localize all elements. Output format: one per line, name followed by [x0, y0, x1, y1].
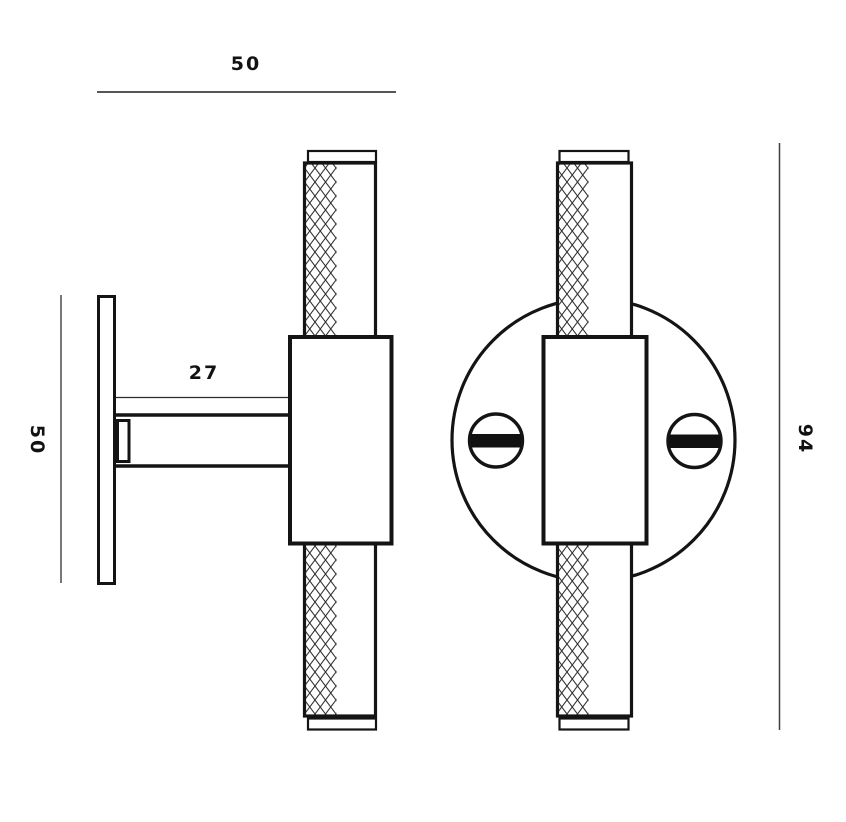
screw-head-right	[666, 412, 723, 470]
dimension-projection: 27	[116, 362, 289, 399]
dimension-handle-width-label: 50	[231, 53, 261, 75]
screw-head-left	[467, 412, 525, 469]
stem	[116, 413, 291, 468]
dimension-projection-label: 27	[189, 362, 219, 384]
end-cap-bottom	[306, 717, 378, 731]
grip-center-block	[288, 335, 394, 546]
end-cap-top	[306, 149, 378, 164]
end-cap-top	[558, 149, 630, 164]
stem-collar	[116, 419, 131, 463]
backplate	[97, 295, 116, 585]
dimension-handle-width: 50	[97, 53, 396, 93]
dimension-plate-height-label: 50	[26, 425, 48, 455]
dimension-overall-height: 94	[778, 143, 816, 730]
t-bar-grip-front	[541, 149, 649, 731]
dimension-overall-height-label: 94	[794, 424, 816, 454]
end-cap-bottom	[558, 717, 630, 731]
t-bar-grip-side	[288, 149, 394, 731]
grip-center-block	[541, 335, 649, 546]
front-view	[450, 149, 737, 731]
screw-slot-icon	[669, 434, 720, 448]
dimension-plate-height: 50	[26, 295, 62, 583]
screw-slot-icon	[471, 434, 521, 448]
side-view: 27	[97, 149, 394, 731]
